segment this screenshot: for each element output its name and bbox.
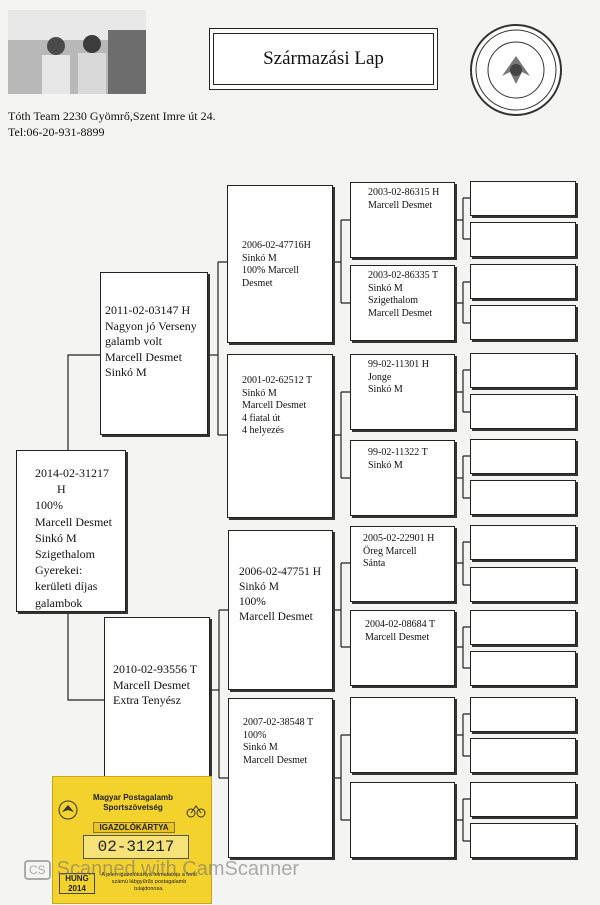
- pedigree-sire-sire-box: 2006-02-47716H Sinkó M 100% Marcell Desm…: [227, 185, 333, 343]
- pedigree-gen4-box-empty: [470, 394, 576, 429]
- pedigree-dam-dam-box: 2007-02-38548 T 100% Sinkó M Marcell Des…: [228, 698, 333, 858]
- pedigree-text: Sinkó M: [239, 580, 328, 595]
- pedigree-text: 4 helyezés: [242, 425, 328, 438]
- pedigree-text: 2010-02-93556 T: [113, 662, 205, 678]
- pedigree-gen4-box-empty: [470, 738, 576, 773]
- pedigree-gen3-box-empty: [350, 697, 455, 773]
- pedigree-text: 2003-02-86335 T: [368, 270, 450, 283]
- watermark-text: Scanned with CamScanner: [57, 858, 299, 880]
- pedigree-gen4-box-empty: [470, 823, 576, 858]
- pedigree-text: Marcell Desmet: [239, 610, 328, 625]
- bicycle-emblem-icon: [185, 799, 207, 821]
- pedigree-gen4-box-empty: [470, 567, 576, 602]
- pedigree-dam-box: 2010-02-93556 T Marcell Desmet Extra Ten…: [104, 617, 210, 777]
- pedigree-gen4-box-empty: [470, 222, 576, 257]
- pedigree-gen3-box: 2003-02-86315 H Marcell Desmet: [350, 182, 455, 258]
- pedigree-text: Marcell Desmet: [368, 200, 450, 213]
- pedigree-text: Öreg Marcell: [363, 546, 450, 559]
- pedigree-text: Marcell Desmet: [368, 308, 450, 321]
- identity-card: Magyar Postagalamb Sportszövetség IGAZOL…: [52, 776, 212, 904]
- pedigree-text: Sinkó M: [368, 384, 450, 397]
- pedigree-gen3-box-empty: [350, 782, 455, 858]
- pedigree-text: 2007-02-38548 T: [243, 717, 328, 730]
- pedigree-text: 2011-02-03147 H: [105, 303, 203, 319]
- pedigree-text: 4 fiatal út: [242, 413, 328, 426]
- pedigree-dam-sire-box: 2006-02-47751 H Sinkó M 100% Marcell Des…: [228, 530, 333, 690]
- pedigree-text: 2004-02-08684 T: [365, 619, 450, 632]
- pedigree-text: Szigethalom: [368, 295, 450, 308]
- pedigree-text: 2006-02-47716H: [242, 240, 328, 253]
- scanner-watermark: CS Scanned with CamScanner: [24, 858, 299, 881]
- pedigree-text: Marcell Desmet: [113, 678, 205, 694]
- pedigree-gen4-box-empty: [470, 181, 576, 216]
- pedigree-text: Szigethalom: [35, 546, 119, 562]
- pedigree-gen4-box-empty: [470, 305, 576, 340]
- pedigree-text: Sinkó M: [35, 530, 119, 546]
- pedigree-text: Sinkó M: [242, 253, 328, 266]
- card-header: Magyar Postagalamb Sportszövetség: [83, 793, 183, 812]
- pedigree-text: Marcell Desmet: [105, 350, 203, 366]
- pedigree-text: H: [35, 481, 119, 497]
- pedigree-text: Jonge: [368, 372, 450, 385]
- pedigree-text: 2006-02-47751 H: [239, 565, 328, 580]
- pedigree-root-box: 2014-02-31217 H 100% Marcell Desmet Sink…: [16, 450, 126, 612]
- pedigree-gen4-box-empty: [470, 651, 576, 686]
- pedigree-gen3-box: 99-02-11301 H Jonge Sinkó M: [350, 354, 455, 430]
- pedigree-text: Sinkó M: [243, 742, 328, 755]
- pedigree-gen4-box-empty: [470, 697, 576, 732]
- pedigree-gen3-box: 2005-02-22901 H Öreg Marcell Sánta: [350, 526, 455, 602]
- pedigree-text: Sinkó M: [368, 460, 450, 473]
- pedigree-text: 100%: [239, 595, 328, 610]
- pedigree-sire-dam-box: 2001-02-62512 T Sinkó M Marcell Desmet 4…: [227, 354, 333, 518]
- card-year: 2014: [60, 884, 94, 894]
- pedigree-text: Marcell Desmet: [35, 514, 119, 530]
- pedigree-text: kerületi díjas: [35, 578, 119, 594]
- card-subtitle: IGAZOLÓKÁRTYA: [93, 822, 175, 833]
- pedigree-text: 2005-02-22901 H: [363, 533, 450, 546]
- pedigree-gen4-box-empty: [470, 439, 576, 474]
- pedigree-gen4-box-empty: [470, 525, 576, 560]
- card-ring-number: 02-31217: [83, 835, 189, 859]
- pedigree-text: galambok: [35, 595, 119, 611]
- pedigree-gen3-box: 2003-02-86335 T Sinkó M Szigethalom Marc…: [350, 265, 455, 341]
- pedigree-text: 2014-02-31217: [35, 465, 119, 481]
- pedigree-text: Marcell Desmet: [242, 400, 328, 413]
- pedigree-text: Sánta: [363, 558, 450, 571]
- pedigree-text: Extra Tenyész: [113, 693, 205, 709]
- pedigree-text: Sinkó M: [368, 283, 450, 296]
- pedigree-text: Marcell Desmet: [365, 632, 450, 645]
- pedigree-text: Nagyon jó Verseny: [105, 319, 203, 335]
- pedigree-text: 2001-02-62512 T: [242, 375, 328, 388]
- camscanner-logo-icon: CS: [24, 860, 51, 880]
- pedigree-gen4-box-empty: [470, 264, 576, 299]
- pedigree-text: Marcell Desmet: [243, 755, 328, 768]
- pedigree-text: Sinkó M: [105, 365, 203, 381]
- pedigree-text: galamb volt: [105, 334, 203, 350]
- pedigree-text: 99-02-11322 T: [368, 447, 450, 460]
- pedigree-gen3-box: 2004-02-08684 T Marcell Desmet: [350, 610, 455, 686]
- pedigree-text: 99-02-11301 H: [368, 359, 450, 372]
- pedigree-gen4-box-empty: [470, 782, 576, 817]
- pedigree-sire-box: 2011-02-03147 H Nagyon jó Verseny galamb…: [100, 272, 208, 435]
- pigeon-emblem-icon: [57, 799, 79, 821]
- pedigree-text: 100%: [35, 497, 119, 513]
- pedigree-gen4-box-empty: [470, 480, 576, 515]
- pedigree-text: 2003-02-86315 H: [368, 187, 450, 200]
- pedigree-text: 100%: [243, 730, 328, 743]
- pedigree-gen4-box-empty: [470, 610, 576, 645]
- pedigree-gen3-box: 99-02-11322 T Sinkó M: [350, 440, 455, 516]
- pedigree-gen4-box-empty: [470, 353, 576, 388]
- pedigree-text: Gyerekei:: [35, 562, 119, 578]
- pedigree-text: 100% Marcell: [242, 265, 328, 278]
- pedigree-text: Sinkó M: [242, 388, 328, 401]
- pedigree-text: Desmet: [242, 278, 328, 291]
